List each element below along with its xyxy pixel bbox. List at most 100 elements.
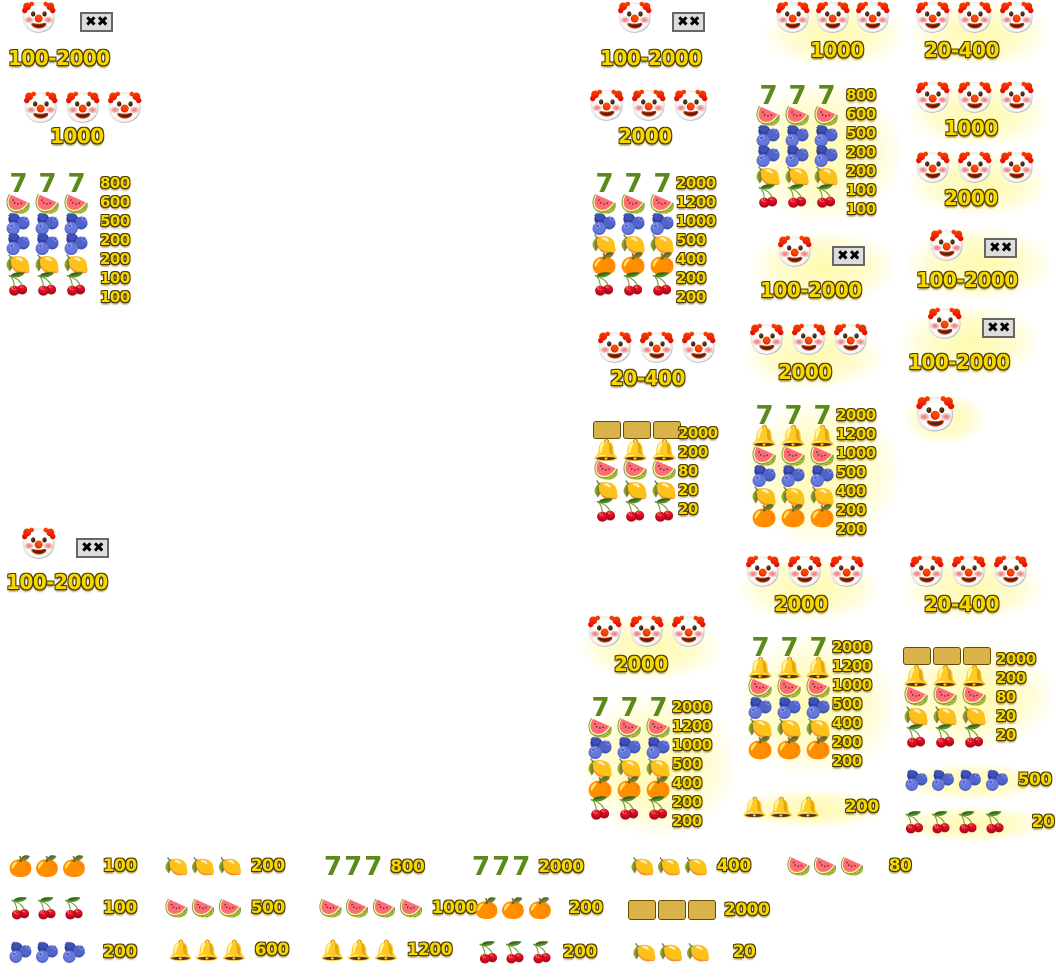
payout-value: 200 bbox=[250, 855, 286, 876]
bell-icon: 🔔 bbox=[320, 938, 345, 962]
glow-backdrop bbox=[742, 634, 894, 776]
bell-icon: 🔔 bbox=[805, 655, 832, 680]
jester-triple-tile: 🤡 🤡 🤡 1000 bbox=[22, 94, 152, 154]
payout-value: 1200 bbox=[406, 939, 453, 960]
scatter-payout: 100-2000 bbox=[8, 46, 110, 70]
lemon-icon: 🍋 bbox=[63, 251, 90, 276]
payout-row: 🫐🫐🫐 200 bbox=[8, 942, 137, 962]
jester-face-icon: 🤡 bbox=[914, 395, 957, 435]
paytable-value: 200 bbox=[100, 231, 130, 249]
plum-icon: 🫐 bbox=[776, 695, 803, 720]
bar-paytable: 🔔🔔🔔 🍉🍉🍉 🍋🍋🍋 🍒🍒🍒 2000 200 80 20 20 bbox=[902, 646, 1050, 746]
bell-icon: 🔔 bbox=[194, 938, 220, 962]
paytable-value: 100 bbox=[846, 181, 876, 199]
scratch-ticket-icon: ✖✖ bbox=[80, 12, 114, 32]
lemon-icon: 🍋 bbox=[616, 755, 643, 780]
payout-value: 200 bbox=[102, 941, 138, 962]
watermelon-icon: 🍉 bbox=[371, 896, 397, 920]
plum-icon: 🫐 bbox=[61, 940, 87, 964]
bell-icon: 🔔 bbox=[903, 663, 930, 688]
watermelon-icon: 🍉 bbox=[755, 103, 782, 128]
paytable-value: 1200 bbox=[836, 425, 876, 443]
plum-icon: 🫐 bbox=[809, 463, 836, 488]
lemon-icon: 🍋 bbox=[620, 231, 647, 256]
jester-face-icon: 🤡 bbox=[832, 323, 870, 358]
paytable-value: 20 bbox=[996, 707, 1016, 725]
orange-icon: 🍊 bbox=[61, 854, 87, 878]
scatter-tile: 🤡 ✖✖ 100-2000 bbox=[914, 230, 1044, 296]
bell-icon: 🔔 bbox=[622, 437, 649, 462]
lemon-icon: 🍋 bbox=[164, 854, 189, 878]
plum-icon: 🫐 bbox=[755, 143, 782, 168]
payout-row: 🍉🍉🍉🍉 1000 bbox=[318, 898, 477, 918]
paytable-value: 1000 bbox=[836, 444, 876, 462]
watermelon-icon: 🍉 bbox=[813, 103, 840, 128]
scatter-tile: 🤡 ✖✖ 100-2000 bbox=[6, 4, 134, 70]
plum-icon: 🫐 bbox=[751, 463, 778, 488]
lemon-icon: 🍋 bbox=[651, 477, 678, 502]
orange-icon: 🍊 bbox=[500, 896, 526, 920]
jester-face-icon: 🤡 bbox=[630, 89, 668, 124]
cherry-icon: 🍒 bbox=[903, 723, 930, 748]
jester-face-icon: 🤡 bbox=[828, 555, 866, 590]
plum-icon: 🫐 bbox=[591, 211, 618, 236]
chest-icon bbox=[903, 647, 931, 665]
seven-icon: 7 bbox=[809, 633, 828, 663]
plum-icon: 🫐 bbox=[930, 768, 956, 792]
watermelon-icon: 🍉 bbox=[398, 896, 424, 920]
seven-icon: 7 bbox=[492, 852, 511, 882]
watermelon-icon: 🍉 bbox=[805, 675, 832, 700]
paytable-value: 800 bbox=[100, 174, 130, 192]
payout-value: 600 bbox=[254, 939, 290, 960]
plum-icon: 🫐 bbox=[984, 768, 1010, 792]
payout-value: 2000 bbox=[538, 856, 584, 877]
cherry-icon: 🍒 bbox=[955, 810, 981, 834]
plum-icon: 🫐 bbox=[34, 211, 61, 236]
plum-icon: 🫐 bbox=[34, 231, 61, 256]
paytable-value: 100 bbox=[100, 288, 130, 306]
seven-icon: 7 bbox=[751, 633, 770, 663]
paytable-value: 500 bbox=[100, 212, 130, 230]
paytable-value: 200 bbox=[100, 250, 130, 268]
plum-icon: 🫐 bbox=[34, 940, 60, 964]
watermelon-icon: 🍉 bbox=[620, 191, 647, 216]
watermelon-icon: 🍉 bbox=[318, 896, 343, 920]
watermelon-icon: 🍉 bbox=[63, 191, 90, 216]
lemon-icon: 🍋 bbox=[809, 483, 836, 508]
orange-icon: 🍊 bbox=[474, 896, 499, 920]
chest-icon bbox=[963, 647, 991, 665]
watermelon-icon: 🍉 bbox=[616, 715, 643, 740]
bell-icon: 🔔 bbox=[593, 437, 620, 462]
bell-icon: 🔔 bbox=[346, 938, 372, 962]
jester-face-icon: 🤡 bbox=[106, 91, 144, 126]
watermelon-icon: 🍉 bbox=[34, 191, 61, 216]
cherry-icon: 🍒 bbox=[34, 896, 60, 920]
orange-icon: 🍊 bbox=[620, 251, 647, 276]
orange-icon: 🍊 bbox=[649, 251, 676, 276]
lemon-icon: 🍋 bbox=[685, 940, 711, 964]
plum-icon: 🫐 bbox=[755, 123, 782, 148]
chest-icon bbox=[933, 647, 961, 665]
payout-row: 🍊🍊🍊 100 bbox=[8, 856, 137, 876]
seven-icon: 7 bbox=[344, 852, 363, 882]
orange-icon: 🍊 bbox=[809, 503, 836, 528]
glow-backdrop bbox=[910, 2, 1048, 66]
watermelon-icon: 🍉 bbox=[903, 683, 930, 708]
paytable-value: 200 bbox=[846, 162, 876, 180]
paytable-value: 80 bbox=[678, 462, 698, 480]
plum-icon: 🫐 bbox=[587, 735, 614, 760]
watermelon-icon: 🍉 bbox=[747, 675, 774, 700]
chest-icon bbox=[658, 900, 686, 920]
lemon-icon: 🍋 bbox=[34, 251, 61, 276]
lemon-icon: 🍋 bbox=[751, 483, 778, 508]
bell-icon: 🔔 bbox=[168, 938, 193, 962]
payout-value: 500 bbox=[1017, 769, 1053, 790]
paytable-value: 600 bbox=[100, 193, 130, 211]
chest-icon bbox=[628, 900, 656, 920]
glow-backdrop bbox=[752, 232, 894, 304]
jester-face-icon: 🤡 bbox=[992, 555, 1030, 590]
